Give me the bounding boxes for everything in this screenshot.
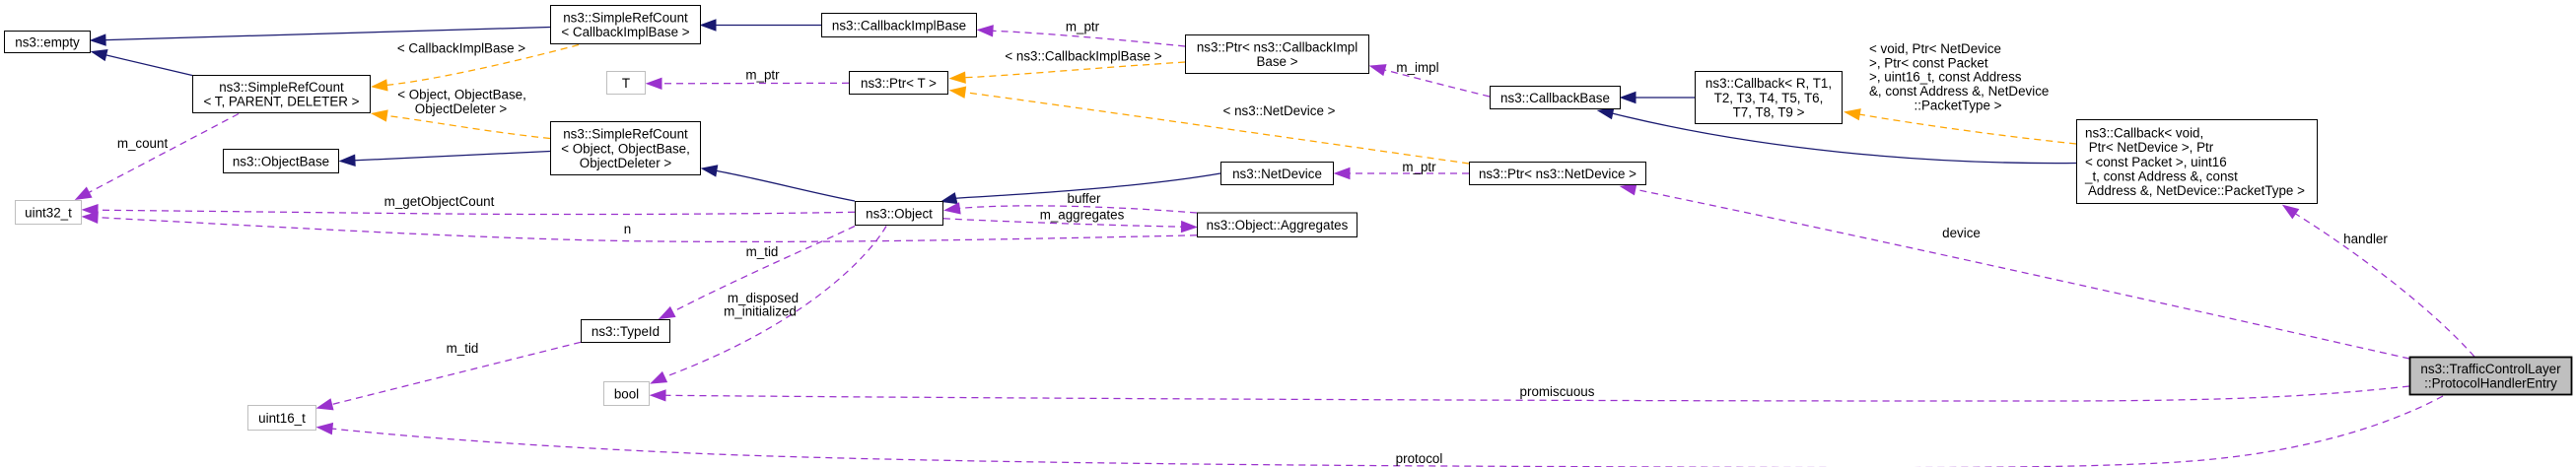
- svg-text:< const Packet >, uint16: < const Packet >, uint16: [2085, 155, 2227, 169]
- svg-text:T: T: [622, 76, 630, 91]
- svg-text:ns3::SimpleRefCount: ns3::SimpleRefCount: [563, 11, 688, 26]
- svg-text:::ProtocolHandlerEntry: ::ProtocolHandlerEntry: [2424, 376, 2557, 391]
- svg-text:n: n: [624, 222, 631, 236]
- svg-text:ns3::TypeId: ns3::TypeId: [592, 324, 660, 339]
- svg-text:ns3::ObjectBase: ns3::ObjectBase: [233, 154, 329, 168]
- svg-text:ns3::Ptr< T >: ns3::Ptr< T >: [861, 76, 937, 91]
- svg-text:::PacketType >: ::PacketType >: [1915, 98, 2002, 112]
- svg-text:buffer: buffer: [1068, 191, 1102, 206]
- svg-text:ns3::Callback< R, T1,: ns3::Callback< R, T1,: [1706, 76, 1832, 91]
- svg-text:T2, T3, T4, T5, T6,: T2, T3, T4, T5, T6,: [1714, 91, 1824, 105]
- svg-text:m_initialized: m_initialized: [724, 304, 797, 319]
- svg-text:m_tid: m_tid: [447, 341, 479, 356]
- svg-text:>, uint16_t, const Address: >, uint16_t, const Address: [1869, 70, 2022, 85]
- svg-text:device: device: [1942, 226, 1981, 240]
- svg-text:m_tid: m_tid: [746, 244, 779, 259]
- svg-text:promiscuous: promiscuous: [1520, 384, 1595, 399]
- svg-text:ns3::TrafficControlLayer: ns3::TrafficControlLayer: [2420, 362, 2561, 376]
- svg-text:>, Ptr< const Packet: >, Ptr< const Packet: [1869, 55, 1988, 70]
- svg-text:< ns3::NetDevice >: < ns3::NetDevice >: [1223, 103, 1336, 118]
- svg-text:_t, const Address &, const: _t, const Address &, const: [2084, 168, 2238, 183]
- svg-text:ns3::Ptr< ns3::CallbackImpl: ns3::Ptr< ns3::CallbackImpl: [1197, 40, 1358, 55]
- svg-text:< Object, ObjectBase,: < Object, ObjectBase,: [397, 88, 526, 102]
- svg-text:ns3::CallbackImplBase: ns3::CallbackImplBase: [832, 18, 966, 33]
- svg-text:m_impl: m_impl: [1396, 60, 1438, 75]
- svg-text:m_ptr: m_ptr: [745, 68, 780, 83]
- svg-text:< void, Ptr< NetDevice: < void, Ptr< NetDevice: [1869, 41, 2001, 56]
- svg-text:Base >: Base >: [1256, 54, 1297, 69]
- svg-text:ObjectDeleter >: ObjectDeleter >: [415, 101, 508, 116]
- svg-text:ns3::Object: ns3::Object: [866, 206, 933, 221]
- svg-text:Ptr< NetDevice >, Ptr: Ptr< NetDevice >, Ptr: [2085, 140, 2214, 155]
- svg-text:< CallbackImplBase >: < CallbackImplBase >: [561, 25, 689, 39]
- svg-text:&, const Address &, NetDevice: &, const Address &, NetDevice: [1869, 84, 2049, 99]
- svg-text:m_ptr: m_ptr: [1066, 20, 1100, 34]
- svg-text:< T, PARENT, DELETER >: < T, PARENT, DELETER >: [203, 95, 359, 109]
- svg-text:m_aggregates: m_aggregates: [1040, 208, 1125, 223]
- svg-text:m_getObjectCount: m_getObjectCount: [384, 194, 495, 209]
- svg-text:ns3::SimpleRefCount: ns3::SimpleRefCount: [563, 127, 688, 142]
- svg-text:bool: bool: [614, 386, 639, 401]
- svg-text:ns3::NetDevice: ns3::NetDevice: [1232, 167, 1322, 181]
- svg-text:ns3::Callback< void,: ns3::Callback< void,: [2085, 126, 2203, 141]
- svg-text:uint16_t: uint16_t: [258, 411, 306, 426]
- svg-text:ns3::SimpleRefCount: ns3::SimpleRefCount: [219, 80, 344, 95]
- svg-text:m_ptr: m_ptr: [1402, 160, 1436, 174]
- svg-text:< CallbackImplBase >: < CallbackImplBase >: [397, 41, 525, 56]
- svg-text:< Object, ObjectBase,: < Object, ObjectBase,: [561, 141, 690, 156]
- svg-text:m_count: m_count: [117, 136, 169, 151]
- svg-text:handler: handler: [2343, 232, 2388, 246]
- svg-text:ns3::empty: ns3::empty: [15, 34, 80, 49]
- svg-text:ns3::Ptr< ns3::NetDevice >: ns3::Ptr< ns3::NetDevice >: [1479, 167, 1636, 181]
- svg-text:T7, T8, T9 >: T7, T8, T9 >: [1733, 104, 1805, 119]
- svg-text:ObjectDeleter >: ObjectDeleter >: [580, 156, 672, 170]
- svg-text:protocol: protocol: [1396, 451, 1443, 466]
- svg-text:m_disposed: m_disposed: [728, 291, 799, 305]
- svg-text:Address &, NetDevice::PacketTy: Address &, NetDevice::PacketType >: [2085, 183, 2305, 198]
- svg-text:ns3::Object::Aggregates: ns3::Object::Aggregates: [1207, 218, 1349, 233]
- svg-text:ns3::CallbackBase: ns3::CallbackBase: [1500, 91, 1610, 105]
- svg-text:uint32_t: uint32_t: [25, 205, 72, 220]
- svg-text:< ns3::CallbackImplBase >: < ns3::CallbackImplBase >: [1005, 49, 1161, 64]
